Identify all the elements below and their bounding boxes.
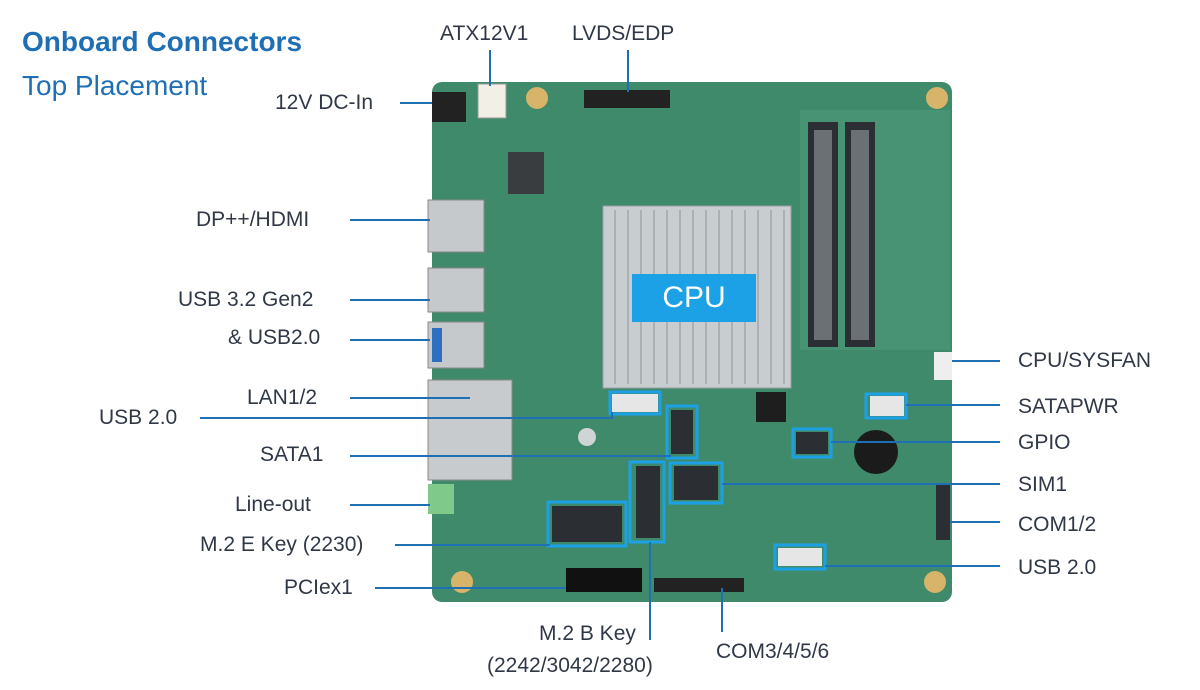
usb20-header: [778, 548, 822, 566]
label-line-out: Line-out: [235, 493, 311, 516]
sata1-connector: [671, 410, 693, 454]
label-lan: LAN1/2: [247, 386, 318, 409]
usb20-left-header: [612, 394, 658, 412]
leader-lines: [200, 50, 1000, 640]
label-lvds-edp: LVDS/EDP: [572, 22, 675, 45]
chip: [756, 392, 786, 422]
label-usb20-left: USB 2.0: [99, 406, 178, 429]
cpu-sysfan-connector: [934, 352, 952, 380]
label-sim1: SIM1: [1018, 473, 1068, 496]
label-com12: COM1/2: [1018, 513, 1097, 536]
buzzer: [854, 430, 898, 474]
label-m2b-sizes: (2242/3042/2280): [487, 654, 653, 677]
label-sata1: SATA1: [260, 443, 324, 466]
m2e-slot: [552, 506, 622, 542]
mount-hole: [578, 428, 596, 446]
label-pciex1: PCIex1: [284, 576, 353, 599]
mount-hole: [926, 87, 948, 109]
page-title: Onboard Connectors: [22, 26, 303, 57]
dp-hdmi-port: [427, 199, 485, 253]
usb-blue-tab: [432, 328, 442, 362]
lvds-edp-connector: [584, 90, 670, 108]
label-dc-in: 12V DC-In: [275, 91, 374, 114]
usb32-port: [427, 267, 485, 313]
pciex1-slot: [566, 568, 642, 592]
label-com3456: COM3/4/5/6: [716, 640, 830, 663]
dimm-slot-inner: [814, 130, 832, 340]
dimm-slot-inner: [851, 130, 869, 340]
com3456-header: [654, 578, 744, 592]
gpio-header: [796, 432, 828, 454]
lan-ports: [427, 379, 513, 481]
label-usb20-amp: & USB2.0: [228, 326, 321, 349]
m2b-slot: [636, 466, 660, 538]
label-dp-hdmi: DP++/HDMI: [196, 208, 310, 231]
mount-hole: [924, 571, 946, 593]
cpu-label: CPU: [632, 274, 756, 322]
label-m2b: M.2 B Key: [539, 622, 636, 645]
sim1-slot: [674, 466, 718, 500]
dc-in-jack: [432, 92, 466, 122]
label-usb32: USB 3.2 Gen2: [178, 288, 314, 311]
page-subtitle: Top Placement: [22, 70, 208, 101]
mount-hole: [451, 571, 473, 593]
atx12v1-connector: [477, 83, 507, 119]
label-satapwr: SATAPWR: [1018, 395, 1119, 418]
inductor: [508, 152, 544, 194]
label-cpu-sysfan: CPU/SYSFAN: [1018, 349, 1152, 372]
label-m2e: M.2 E Key (2230): [200, 533, 364, 556]
label-atx12v1: ATX12V1: [440, 22, 529, 45]
label-gpio: GPIO: [1018, 431, 1071, 454]
satapwr-connector: [870, 396, 904, 416]
com12-header: [936, 484, 950, 540]
mount-hole: [526, 87, 548, 109]
line-out-jack: [428, 484, 454, 514]
label-usb20-right: USB 2.0: [1018, 556, 1097, 579]
